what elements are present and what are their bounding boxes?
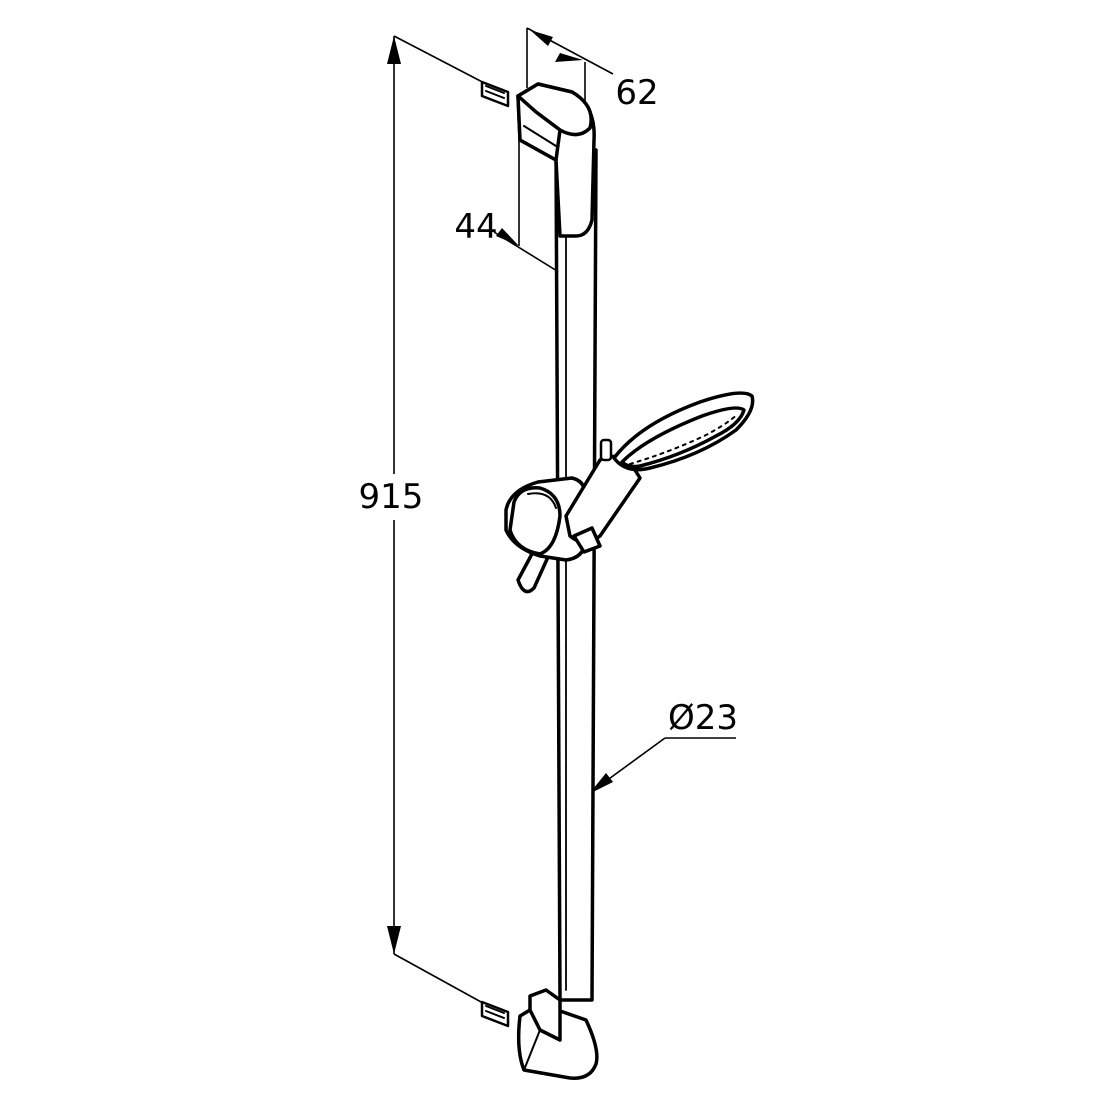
arrow-left [530, 30, 553, 46]
extension-line-top [393, 35, 493, 88]
bracket-top-face [528, 988, 562, 1042]
top-wall-anchor [480, 80, 510, 108]
dimension-rail-diameter: Ø23 [589, 698, 738, 794]
arrow-top [387, 36, 401, 64]
label-backdrop [356, 474, 432, 520]
slider-holder [504, 476, 588, 594]
leader-arrow [589, 773, 613, 794]
arrow-right [555, 53, 583, 62]
hose-connector [572, 526, 602, 554]
shower-rail [554, 148, 598, 1002]
arrow-bottom [387, 926, 401, 954]
dimension-label-diameter: Ø23 [668, 698, 738, 738]
bracket-groove [523, 125, 557, 147]
bracket-edge [523, 1029, 541, 1071]
arrow-left [496, 228, 519, 246]
top-wall-bracket [516, 82, 596, 238]
extension-line-bottom [393, 953, 493, 1009]
swivel-pin [599, 438, 613, 462]
rail-tube [554, 148, 598, 1002]
bottom-wall-bracket [516, 988, 599, 1080]
dimension-label-44: 44 [454, 207, 497, 247]
bracket-wall-plate [516, 94, 562, 162]
hand-shower [564, 391, 755, 554]
slider-ridge [527, 492, 557, 509]
dimension-bracket-depth: 62 [526, 27, 659, 118]
spray-nozzles [629, 413, 739, 465]
slider-front-cap [508, 486, 562, 556]
dimension-overall-length: 915 [356, 35, 493, 1009]
shower-head-face [620, 406, 746, 469]
dimension-label-915: 915 [359, 477, 424, 517]
dimension-label-62: 62 [615, 73, 658, 113]
bottom-wall-anchor [480, 1000, 510, 1028]
